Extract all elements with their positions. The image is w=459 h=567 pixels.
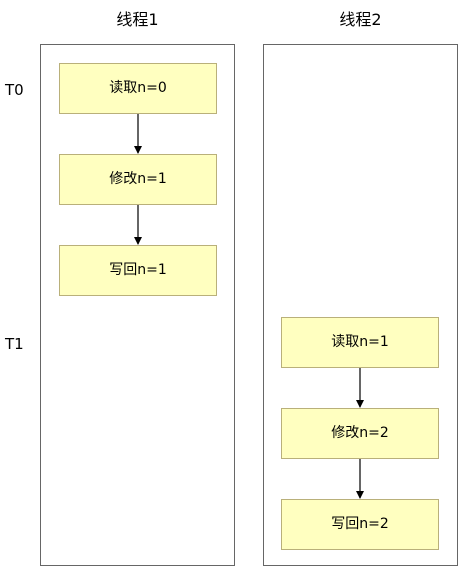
thread1-step-writeback: 写回n=1: [59, 245, 217, 296]
time-label-t0: T0: [5, 81, 24, 99]
lane-title-thread2: 线程2: [339, 10, 382, 29]
thread2-step-writeback: 写回n=2: [281, 499, 439, 550]
thread1-step-read: 读取n=0: [59, 63, 217, 114]
lane-title-thread1: 线程1: [116, 10, 159, 29]
lane-thread2: [263, 44, 458, 566]
thread2-step-modify: 修改n=2: [281, 408, 439, 459]
thread2-step-read: 读取n=1: [281, 317, 439, 368]
thread1-step-modify: 修改n=1: [59, 154, 217, 205]
lane-thread1: [40, 44, 235, 566]
time-label-t1: T1: [5, 335, 24, 353]
